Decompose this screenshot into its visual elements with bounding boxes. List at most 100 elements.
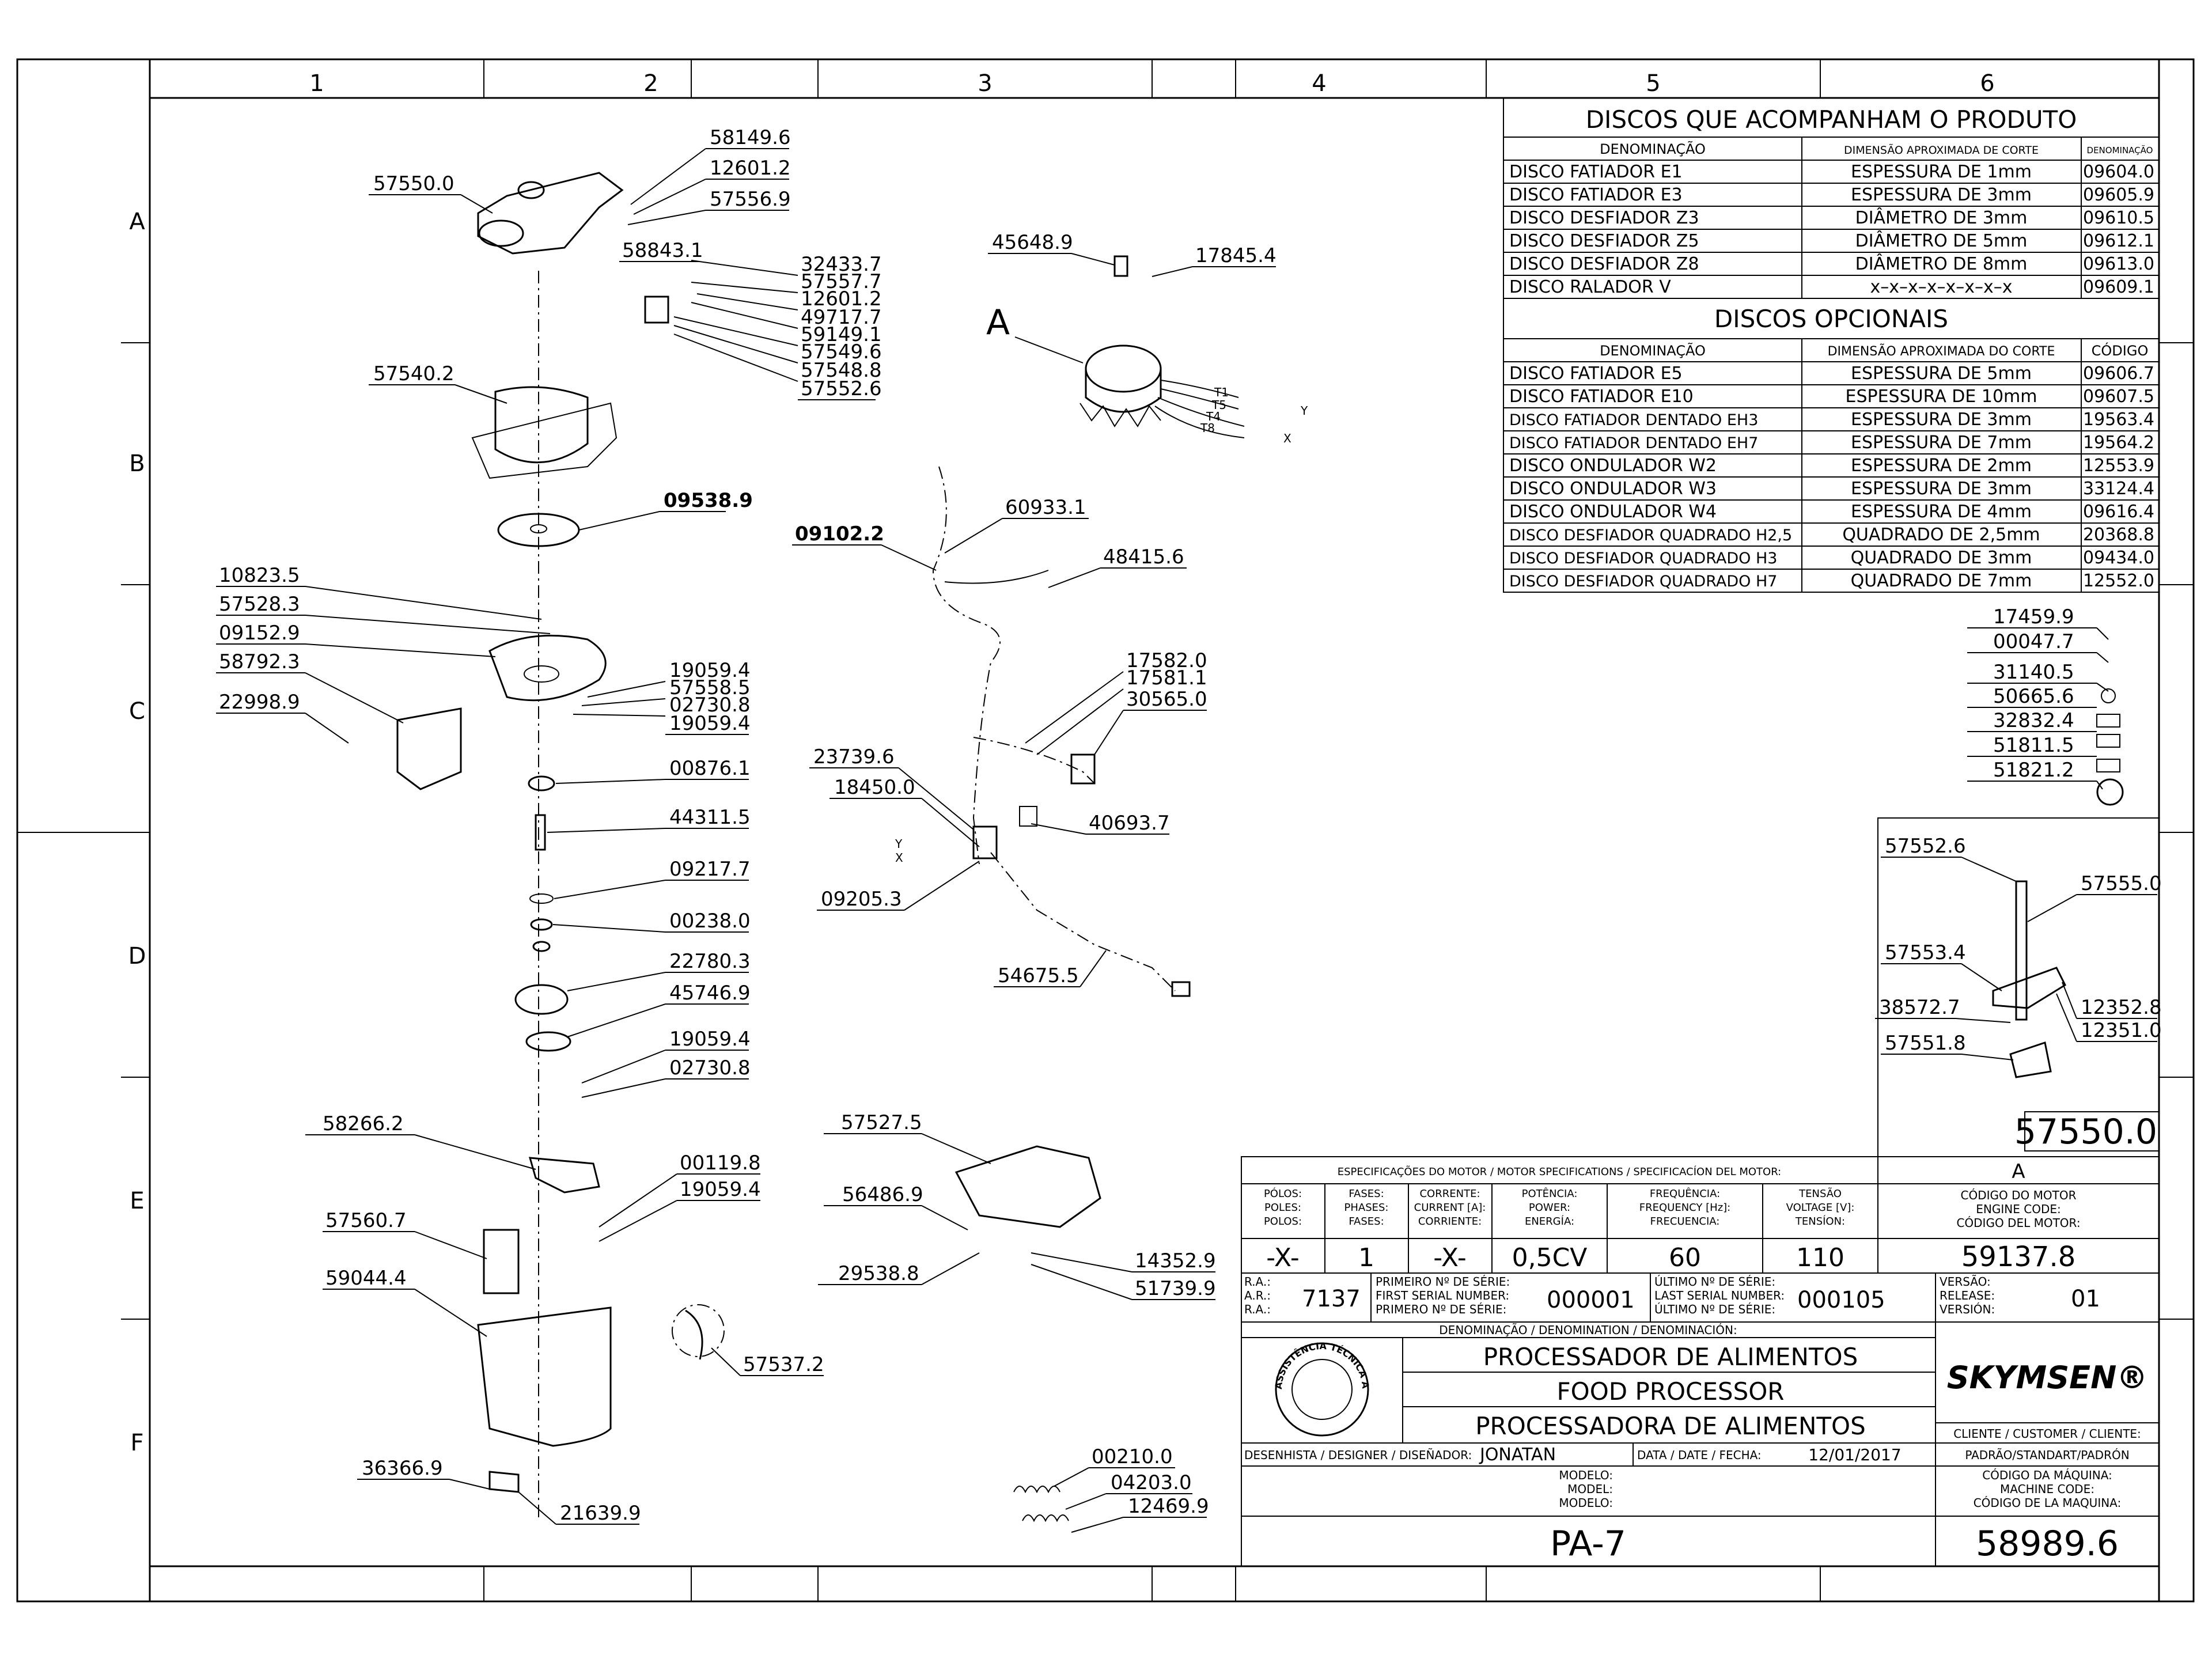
disc-cut-dimension: ESPESSURA DE 7mm bbox=[1851, 433, 2032, 453]
bearing bbox=[528, 775, 555, 791]
motor-spec-header: POLES: bbox=[1264, 1202, 1301, 1214]
callout-label: 40693.7 bbox=[1089, 812, 1170, 835]
disc-name: DISCO RALADOR V bbox=[1509, 277, 1671, 297]
callout-label: 00047.7 bbox=[1993, 630, 2074, 653]
zone-labels: 1 2 3 4 5 6 A B C D E F bbox=[128, 70, 1995, 1456]
callout-label: 19059.4 bbox=[669, 1028, 751, 1051]
optional-header-code: CÓDIGO bbox=[2092, 342, 2149, 359]
callout-label: 32433.7 bbox=[801, 253, 882, 276]
callout-label: 12601.2 bbox=[710, 157, 791, 180]
version-value: 01 bbox=[2071, 1286, 2100, 1312]
disc-cut-dimension: ESPESSURA DE 5mm bbox=[1851, 363, 2032, 384]
callout-label: 12469.9 bbox=[1128, 1495, 1209, 1518]
callout-label: 12351.0 bbox=[2081, 1019, 2162, 1042]
designer-value: JONATAN bbox=[1479, 1445, 1556, 1465]
callout-label: 57552.6 bbox=[1885, 835, 1966, 858]
disc-code: 09607.5 bbox=[2083, 387, 2154, 407]
disc-cut-dimension: ESPESSURA DE 10mm bbox=[1846, 387, 2037, 407]
hopper-base bbox=[471, 402, 618, 479]
hopper-chute bbox=[494, 386, 589, 464]
wire-label: Y bbox=[1300, 404, 1308, 418]
model-label: MODELO: bbox=[1559, 1496, 1613, 1510]
callouts-main: 57550.0 58149.6 12601.2 57556.9 58843.1 … bbox=[216, 126, 882, 1525]
harness bbox=[990, 852, 1176, 991]
disc-code: 09610.5 bbox=[2083, 208, 2154, 228]
label-plate-icon bbox=[2096, 714, 2120, 728]
motor-spec-value: 0,5CV bbox=[1512, 1243, 1588, 1272]
callout-label: 00238.0 bbox=[669, 910, 751, 933]
detail-a-base bbox=[2009, 1041, 2052, 1078]
detail-callout-a: A bbox=[986, 302, 1010, 343]
callout-label: 23739.6 bbox=[813, 745, 895, 768]
base-housing bbox=[477, 1306, 612, 1447]
callout-label: 17581.1 bbox=[1126, 666, 1207, 690]
disc-cut-dimension: ESPESSURA DE 2mm bbox=[1851, 456, 2032, 476]
disc-cut-dimension: ESPESSURA DE 1mm bbox=[1851, 162, 2032, 182]
disc-code: 19563.4 bbox=[2083, 410, 2154, 430]
callout-label: 12352.8 bbox=[2081, 996, 2162, 1019]
detail-a-frame bbox=[1877, 817, 2160, 1157]
callout-label: 32832.4 bbox=[1993, 709, 2074, 732]
zone-col-1: 1 bbox=[309, 70, 324, 97]
ra-label: R.A.: bbox=[1244, 1275, 1271, 1289]
denomination-label: DENOMINAÇÃO / DENOMINATION / DENOMINACIÓ… bbox=[1439, 1323, 1737, 1337]
product-name-es: PROCESSADORA DE ALIMENTOS bbox=[1475, 1412, 1866, 1440]
included-discs-title: DISCOS QUE ACOMPANHAM O PRODUTO bbox=[1586, 105, 2077, 134]
callout-label: 56486.9 bbox=[842, 1183, 923, 1206]
disc-cut-dimension: ESPESSURA DE 3mm bbox=[1851, 479, 2032, 499]
callout-label: 09538.9 bbox=[664, 489, 753, 512]
callouts-right: 17459.9 00047.7 31140.5 50665.6 32832.4 … bbox=[1875, 605, 2162, 1152]
callout-label: 57528.3 bbox=[219, 593, 300, 616]
callout-label: 17459.9 bbox=[1993, 605, 2074, 628]
callout-label: 00119.8 bbox=[680, 1152, 761, 1175]
tag-icon bbox=[2096, 759, 2120, 772]
motor-spec-header: CORRENTE: bbox=[1419, 1188, 1480, 1200]
callout-label: 45648.9 bbox=[992, 231, 1073, 254]
callout-label: 58792.3 bbox=[219, 650, 300, 673]
callout-label: 58266.2 bbox=[323, 1112, 404, 1135]
disc-cut-dimension: DIÂMETRO DE 3mm bbox=[1855, 207, 2028, 228]
disc-code: 09604.0 bbox=[2083, 162, 2154, 182]
engine-code-label: CÓDIGO DO MOTOR bbox=[1961, 1188, 2077, 1202]
callout-label: 04203.0 bbox=[1111, 1471, 1192, 1494]
callout-label: 09152.9 bbox=[219, 622, 300, 645]
switch-box bbox=[483, 1229, 520, 1294]
engine-code-label: ENGINE CODE: bbox=[1976, 1202, 2061, 1216]
disc-code: 20368.8 bbox=[2083, 525, 2154, 545]
callout-label: 54675.5 bbox=[998, 964, 1079, 987]
disc-code: 09612.1 bbox=[2083, 231, 2154, 251]
power-cable bbox=[932, 466, 1001, 865]
optional-header-dimension: DIMENSÃO APROXIMADA DO CORTE bbox=[1828, 343, 2055, 359]
motor-capacitor bbox=[1113, 255, 1128, 277]
motor-spec-headers: PÓLOS:POLES:POLOS:FASES:PHASES:FASES:COR… bbox=[1264, 1187, 1854, 1228]
washer bbox=[530, 918, 553, 931]
motor-spec-value: -X- bbox=[1433, 1243, 1467, 1272]
callout-label: 19059.4 bbox=[669, 712, 751, 735]
product-name-pt: PROCESSADOR DE ALIMENTOS bbox=[1483, 1343, 1858, 1371]
rocker-switch bbox=[1070, 753, 1096, 785]
callout-label: 51821.2 bbox=[1993, 759, 2074, 782]
pusher-handle bbox=[478, 219, 524, 247]
wire-label: Y bbox=[895, 837, 903, 851]
motor-body bbox=[1085, 344, 1162, 393]
callout-label: 59044.4 bbox=[325, 1267, 407, 1290]
shaft bbox=[535, 814, 546, 851]
exit-chute bbox=[396, 707, 462, 790]
optional-discs-title: DISCOS OPCIONAIS bbox=[1714, 305, 1948, 333]
disc-cut-dimension: QUADRADO DE 7mm bbox=[1851, 571, 2032, 591]
disc-code: 09605.9 bbox=[2083, 185, 2154, 205]
engine-code-label: CÓDIGO DEL MOTOR: bbox=[1956, 1216, 2080, 1230]
detail-a-letter: A bbox=[2012, 1160, 2025, 1183]
callout-label: 57556.9 bbox=[710, 188, 791, 211]
callout-label: 17582.0 bbox=[1126, 649, 1207, 672]
ra-value: 7137 bbox=[1302, 1286, 1361, 1312]
callout-label: 19059.4 bbox=[680, 1178, 761, 1201]
motor-spec-header: CORRIENTE: bbox=[1418, 1215, 1482, 1228]
motor-spec-value: -X- bbox=[1266, 1243, 1300, 1272]
